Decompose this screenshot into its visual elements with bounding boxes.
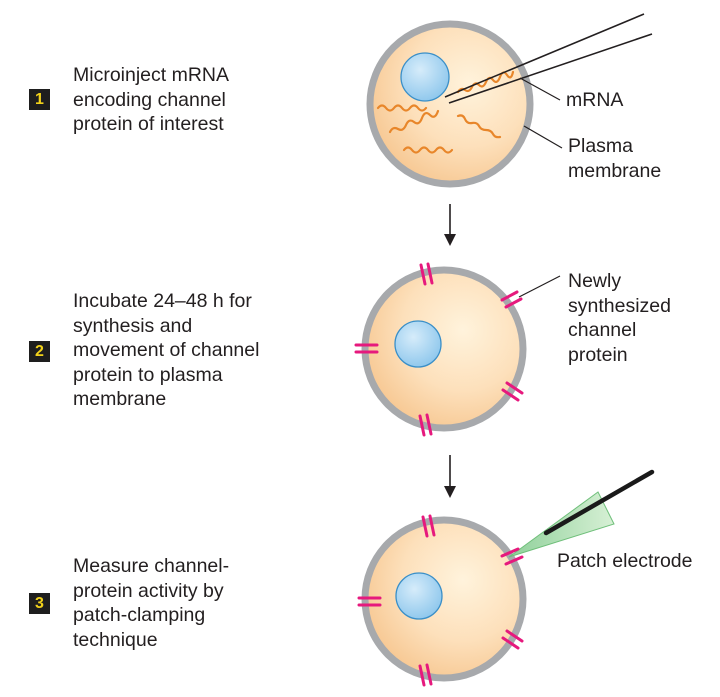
plasma-membrane-3 (361, 516, 527, 682)
channel-protein (421, 514, 436, 538)
arrow-step-2-to-3 (444, 455, 456, 498)
nucleus-2 (394, 320, 442, 368)
mrna-strand (402, 146, 454, 154)
step-2-line: movement of channel (73, 339, 260, 361)
cell-1 (366, 13, 653, 188)
patch-electrode-label: Patch electrode (557, 550, 693, 572)
mrna-strand (388, 109, 440, 134)
step-number-badge-3: 3 (29, 593, 50, 614)
plasma-membrane-label: Plasma membrane (568, 134, 661, 183)
plasma-membrane-1 (366, 20, 534, 188)
new-channel-protein-label-line: protein (568, 343, 628, 366)
step-3-line: Measure channel- (73, 555, 230, 577)
mrna-label: mRNA (566, 89, 624, 111)
nucleus-3 (395, 572, 443, 620)
channel-protein (501, 629, 524, 650)
step-number-badge-1: 1 (29, 89, 50, 110)
step-2-line: protein to plasma (73, 363, 223, 386)
electrode-wire (543, 469, 655, 536)
channel-proteins-2 (354, 262, 524, 437)
mrna-leader-line (519, 77, 561, 101)
step-1-line: Microinject mRNA (73, 64, 230, 86)
mrna-strand (456, 114, 502, 139)
step-1-line: encoding channel (73, 88, 226, 111)
cell-3 (357, 469, 655, 687)
channel-protein (501, 381, 524, 402)
channel-leader-line (518, 275, 561, 298)
nucleus-1 (400, 52, 450, 102)
channel-protein (500, 290, 523, 309)
step-2-description: Incubate 24–48 h for synthesis and movem… (73, 289, 259, 412)
step-2-line: Incubate 24–48 h for (73, 290, 252, 312)
new-channel-protein-label-line: synthesized (568, 294, 671, 317)
channel-protein (418, 663, 433, 687)
channel-protein (357, 596, 382, 607)
step-1-line: protein of interest (73, 113, 224, 135)
new-channel-protein-label-line: Newly (568, 270, 622, 292)
step-3-line: protein activity by (73, 579, 224, 602)
new-channel-protein-label-line: channel (568, 319, 637, 341)
plasma-membrane-2 (361, 266, 527, 432)
plasma-membrane-label-line: Plasma (568, 135, 634, 157)
step-3-line: patch-clamping (73, 604, 206, 626)
injection-needle (444, 13, 653, 104)
step-2-line: synthesis and (73, 314, 193, 337)
channel-protein (419, 262, 434, 286)
step-2-line: membrane (73, 388, 167, 410)
arrow-step-1-to-2 (444, 204, 456, 246)
mrna-strand (376, 104, 428, 112)
step-3-line: technique (73, 628, 158, 651)
channel-protein (500, 547, 524, 566)
channel-protein (354, 343, 379, 354)
channel-proteins-3 (357, 514, 524, 687)
step-1-description: Microinject mRNA encoding channel protei… (73, 63, 229, 137)
step-3-description: Measure channel- protein activity by pat… (73, 554, 229, 652)
new-channel-protein-label: Newly synthesized channel protein (568, 269, 671, 367)
membrane-leader-line (523, 125, 563, 149)
plasma-membrane-label-line: membrane (568, 159, 662, 182)
channel-protein (418, 413, 433, 437)
cell-2 (354, 262, 561, 437)
step-number-badge-2: 2 (29, 341, 50, 362)
